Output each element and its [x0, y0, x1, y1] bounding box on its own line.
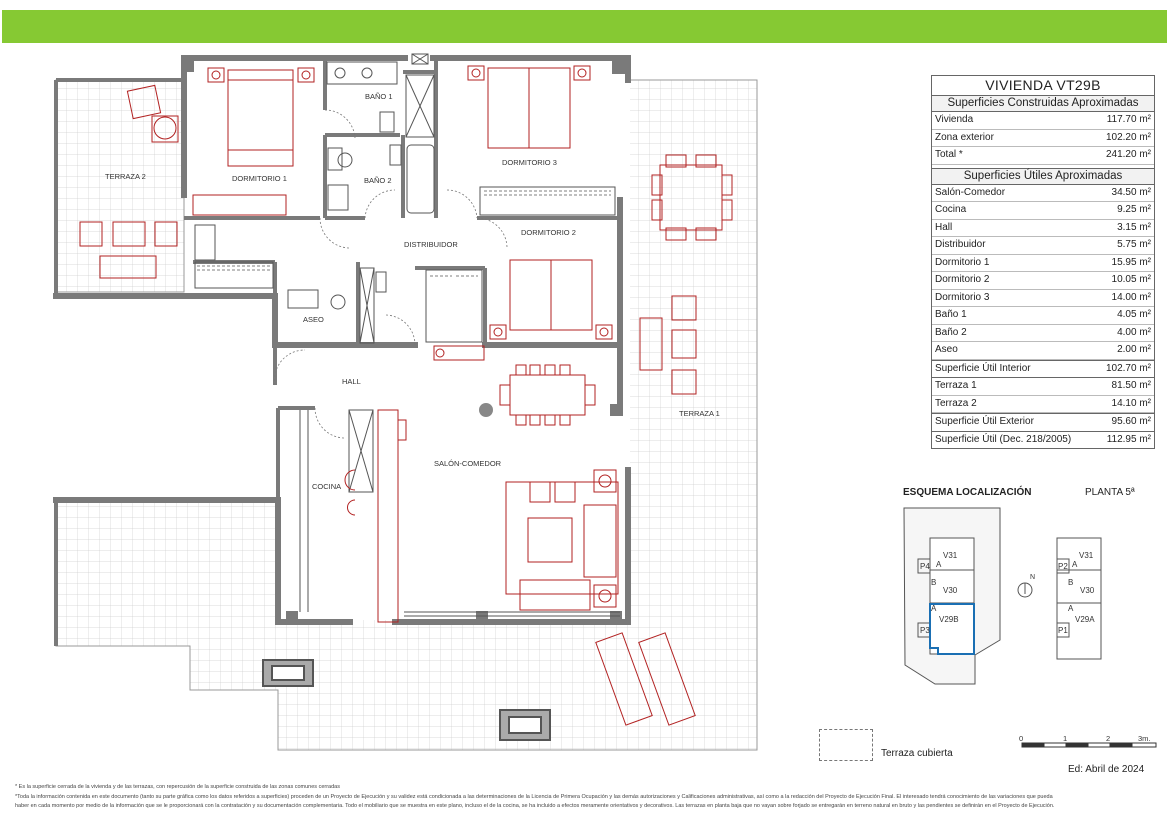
room-label-bano2: BAÑO 2 — [364, 176, 392, 185]
covered-terrace-legend: Terraza cubierta — [881, 748, 953, 759]
north-icon: N — [1030, 574, 1036, 581]
schema-label: P3 — [920, 626, 930, 635]
room-label-distribuidor: DISTRIBUIDOR — [404, 240, 458, 249]
furniture — [79, 65, 733, 726]
schema-label: V31 — [1079, 551, 1094, 560]
footnotes: * Es la superficie cerrada de la viviend… — [15, 783, 1155, 812]
scale-label: 3m. — [1138, 734, 1151, 743]
useful-header: Superficies Útiles Aproximadas — [932, 168, 1154, 185]
footnote: *Toda la información contenida en este d… — [15, 793, 1053, 800]
schema-label: V29A — [1075, 615, 1095, 624]
partitions — [184, 60, 620, 500]
closets — [194, 186, 616, 493]
schema-floor: PLANTA 5ª — [1085, 487, 1135, 498]
room-label-dorm1: DORMITORIO 1 — [232, 174, 287, 183]
column — [479, 403, 493, 417]
schema-label: A — [936, 560, 942, 569]
room-label-terraza2: TERRAZA 2 — [105, 172, 146, 181]
schema-label: V29B — [939, 615, 959, 624]
room-label-cocina: COCINA — [312, 482, 342, 491]
scale-label: 0 — [1019, 734, 1024, 743]
room-label-dorm3: DORMITORIO 3 — [502, 158, 557, 167]
location-schema — [903, 507, 1102, 685]
scale-label: 1 — [1063, 734, 1068, 743]
terrace-2-floor — [56, 80, 184, 292]
header-bar — [2, 10, 1167, 43]
room-label-salon: SALÓN-COMEDOR — [434, 459, 502, 468]
schema-label: V30 — [1080, 586, 1095, 595]
schema-title: ESQUEMA LOCALIZACIÓN — [903, 487, 1032, 498]
schema-label: A — [931, 604, 937, 613]
footnote: haber en cada momento por medio de la in… — [15, 803, 1055, 809]
schema-label: A — [1072, 560, 1078, 569]
bath-fixtures — [287, 61, 435, 344]
edition-date: Ed: Abril de 2024 — [1068, 764, 1145, 775]
scale-label: 2 — [1106, 734, 1111, 743]
schema-label: P2 — [1058, 562, 1068, 571]
schema-label: B — [1068, 578, 1074, 587]
table-row: Total *241.20 m² — [932, 147, 1154, 165]
room-label-bano1: BAÑO 1 — [365, 92, 393, 101]
schema-label: V30 — [943, 586, 958, 595]
schema-label: A — [1068, 604, 1074, 613]
decree-row: Superficie Útil (Dec. 218/2005)112.95 m² — [935, 433, 1151, 445]
table-title: VIVIENDA VT29B — [932, 76, 1154, 96]
surfaces-table: VIVIENDA VT29B Superficies Construidas A… — [931, 75, 1155, 449]
scale-bar — [1021, 742, 1157, 748]
terrace-1-floor — [630, 80, 757, 620]
walls — [53, 55, 631, 625]
schema-label: V31 — [943, 551, 958, 560]
highlight-unit — [929, 603, 975, 655]
schema-label: P4 — [920, 562, 930, 571]
schema-label: B — [931, 578, 937, 587]
schema-label: P1 — [1058, 626, 1068, 635]
room-label-aseo: ASEO — [303, 315, 324, 324]
room-label-dorm2: DORMITORIO 2 — [521, 228, 576, 237]
room-label-hall: HALL — [342, 377, 361, 386]
built-header: Superficies Construidas Aproximadas — [932, 96, 1154, 112]
room-label-terraza1: TERRAZA 1 — [679, 409, 720, 418]
footnote: * Es la superficie cerrada de la viviend… — [15, 784, 340, 790]
covered-terrace-legend-swatch — [819, 729, 873, 761]
